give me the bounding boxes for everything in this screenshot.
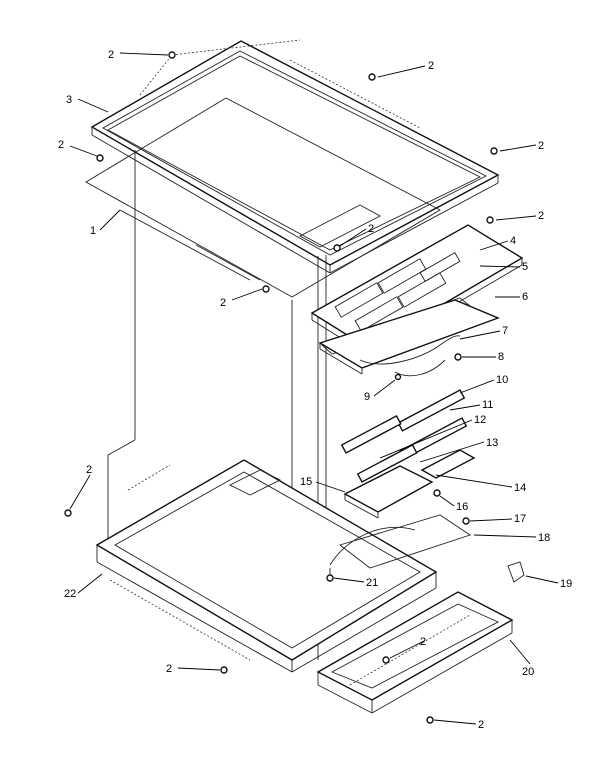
hinge-part-19 xyxy=(507,561,525,583)
callout-2-right-lower-frame-screw: 2 xyxy=(538,210,544,222)
callout-7-wire-harness: 7 xyxy=(502,325,508,337)
callout-9-clip: 9 xyxy=(364,391,370,403)
callout-3-top-frame: 3 xyxy=(66,94,72,106)
top-frame-part-3 xyxy=(90,39,500,274)
callout-5-light-shield: 5 xyxy=(522,261,528,273)
wire-harness-part-7 xyxy=(359,335,461,377)
callout-14-switch: 14 xyxy=(514,482,526,494)
glass-shelf-part-1 xyxy=(85,97,441,298)
callout-2-shelf-screw: 2 xyxy=(220,297,226,309)
callout-2-right-frame-screw: 2 xyxy=(538,140,544,152)
callout-labels: 2 2 3 2 2 1 2 2 4 5 2 6 7 8 9 10 11 12 1… xyxy=(58,49,572,731)
control-panel-parts-4-5-6 xyxy=(310,224,524,375)
screws xyxy=(64,51,498,724)
callout-2-top-center-screw: 2 xyxy=(428,60,434,72)
callout-2-left-frame-screw: 2 xyxy=(58,139,64,151)
callout-2-bottom-right-screw: 2 xyxy=(478,719,484,731)
callout-2-bottom-left-screw: 2 xyxy=(166,663,172,675)
callout-4-control-panel: 4 xyxy=(510,235,516,247)
callout-16-screw: 16 xyxy=(456,501,468,513)
callout-22-bottom-frame: 22 xyxy=(64,588,76,600)
callout-2-top-left-screw: 2 xyxy=(108,49,114,61)
callout-8-screw: 8 xyxy=(498,351,504,363)
callout-1-glass-shelf: 1 xyxy=(90,225,96,237)
callout-19-hinge: 19 xyxy=(560,578,572,590)
callout-2-front-frame-screw: 2 xyxy=(368,223,374,235)
callout-12-socket: 12 xyxy=(474,414,486,426)
callout-6-light-housing: 6 xyxy=(522,291,528,303)
callout-2-left-bottom-screw: 2 xyxy=(86,464,92,476)
bottom-frame-part-22 xyxy=(95,459,438,673)
callout-11-light-bulb: 11 xyxy=(482,399,493,411)
callout-15-socket-bracket: 15 xyxy=(300,476,312,488)
callout-2-grille-screw: 2 xyxy=(420,636,426,648)
callout-10-light-bulb: 10 xyxy=(496,374,508,386)
callout-20-bottom-grille: 20 xyxy=(522,666,534,678)
leader-lines xyxy=(69,52,559,725)
callout-17-screw: 17 xyxy=(514,513,526,525)
light-components-parts-10-14 xyxy=(340,389,476,519)
callout-18-wire-cover: 18 xyxy=(538,532,550,544)
callout-21-grommet: 21 xyxy=(366,577,378,589)
callout-13-socket: 13 xyxy=(486,437,498,449)
